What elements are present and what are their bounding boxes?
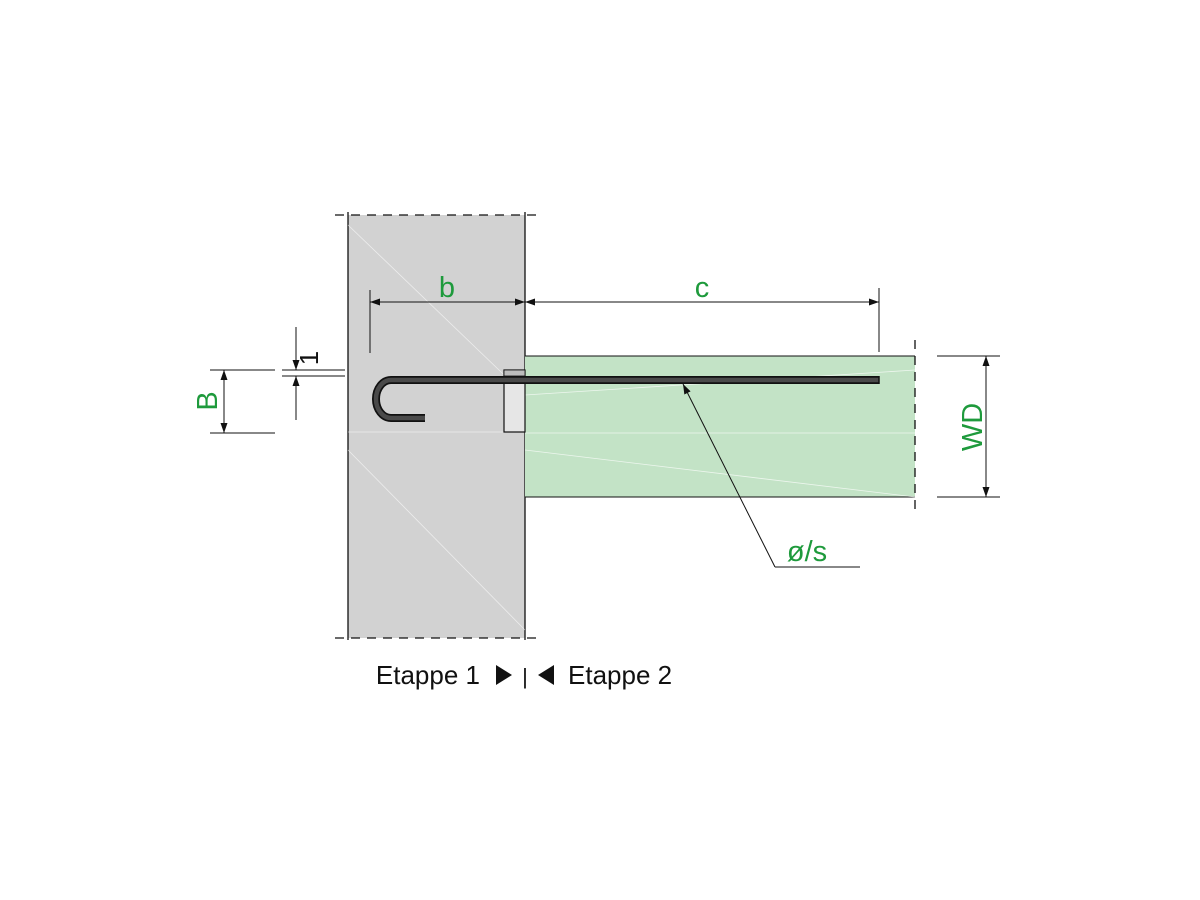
dimension-c: c	[524, 272, 880, 356]
rebar	[372, 376, 880, 422]
dimension-B: B	[192, 369, 275, 434]
label-one: 1	[294, 351, 324, 365]
wall-body	[348, 215, 525, 638]
dimension-b: b	[369, 272, 525, 353]
rebar-leader: ø/s	[682, 383, 860, 568]
stage2-label: Etappe 2	[568, 660, 672, 690]
wall-sheen-line	[347, 224, 526, 396]
stage-legend: Etappe 1 | Etappe 2	[376, 660, 672, 690]
label-WD: WD	[957, 403, 989, 451]
label-B: B	[192, 391, 224, 410]
wall-sheen-line	[347, 449, 526, 631]
existing-wall	[335, 212, 540, 640]
stage-separator: |	[522, 664, 528, 689]
arrow-left-icon	[538, 665, 554, 685]
leader-line	[682, 383, 776, 568]
arrow-right-icon	[496, 665, 512, 685]
label-b: b	[439, 272, 455, 304]
dimension-cover: 1	[282, 327, 345, 420]
new-slab	[524, 340, 916, 512]
dimension-WD: WD	[937, 355, 1000, 498]
connection-box-cap	[503, 369, 526, 377]
label-rebar: ø/s	[787, 536, 827, 568]
slab-sheen-line	[524, 449, 916, 498]
stage1-label: Etappe 1	[376, 660, 480, 690]
rebar-core	[373, 377, 879, 421]
label-c: c	[695, 272, 710, 304]
